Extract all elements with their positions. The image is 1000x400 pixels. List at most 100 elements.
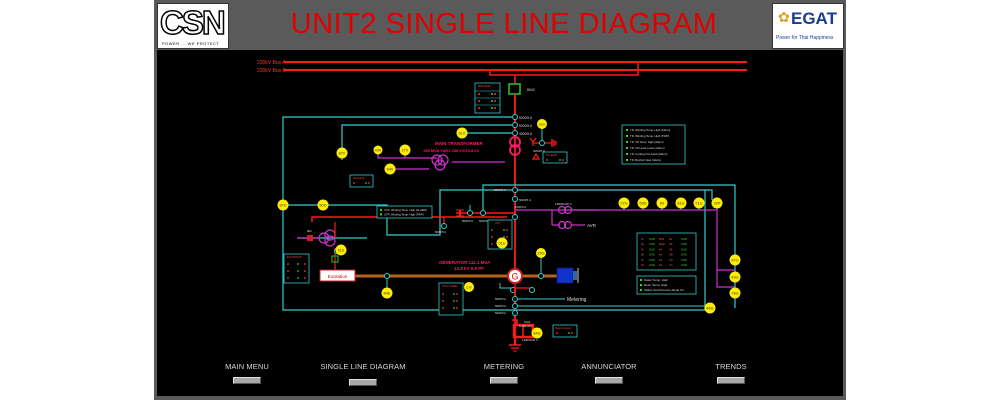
- relay-51nt[interactable]: 51NT: [464, 282, 474, 292]
- metering-cell: MW: [659, 237, 664, 241]
- relay-label: 27X: [402, 148, 409, 152]
- metering-cell: 0.00: [681, 247, 687, 251]
- relay-87g[interactable]: 87G: [729, 254, 741, 266]
- ct-label: 5000/5 A: [494, 188, 506, 192]
- bus-a-label: 230kV Bus A: [257, 60, 286, 66]
- nav-label: METERING: [483, 362, 525, 371]
- relay-49x[interactable]: 49X: [373, 145, 383, 155]
- relay-label: 49X: [375, 148, 382, 152]
- nav-annunciator[interactable]: ANNUNCIATOR: [549, 362, 669, 389]
- relay-label: 87G: [731, 258, 738, 262]
- nav-single-line-diagram[interactable]: SINGLE LINE DIAGRAM: [303, 362, 423, 391]
- single-line-diagram-button[interactable]: [349, 379, 377, 386]
- generator-rating: 13.8 kV 0.9 PF: [454, 266, 484, 271]
- relay-51e[interactable]: 51E: [335, 244, 347, 256]
- metering-button[interactable]: [490, 377, 518, 384]
- relay-label: 64X: [387, 167, 394, 171]
- alarm-text: TR. Oil Temp. High (Alarm): [630, 140, 664, 144]
- alarm-led-icon: [640, 279, 642, 281]
- relay-50gn[interactable]: 50GN: [537, 119, 547, 129]
- metering-cell: VC: [669, 258, 673, 262]
- alarm-led-icon: [640, 289, 642, 291]
- nav-trends[interactable]: TRENDS: [671, 362, 791, 389]
- relay-label: 64E: [384, 291, 391, 295]
- relay-21g[interactable]: 21G: [693, 197, 705, 209]
- relay-51u[interactable]: 51U: [496, 237, 508, 249]
- metering-cell: kA: [659, 247, 662, 251]
- main-menu-button[interactable]: [233, 377, 261, 384]
- relay-27g[interactable]: 27G: [618, 197, 630, 209]
- relay-78g[interactable]: 78G: [729, 287, 741, 299]
- panel-title: 8042 8043: [478, 84, 491, 88]
- alarm-led-icon: [640, 284, 642, 286]
- egat-flame-icon: ✿: [778, 9, 790, 25]
- trends-button[interactable]: [717, 377, 745, 384]
- relay-87u[interactable]: 87U: [277, 199, 289, 211]
- page-title: UNIT2 SINGLE LINE DIAGRAM: [290, 8, 718, 40]
- relay-label: 51NT: [466, 286, 473, 289]
- relay-label: 51X: [459, 131, 466, 135]
- egat-logo-tagline: Power for Thai Happiness: [776, 35, 834, 41]
- alarm-item: UTR. Winding Temp. High (ALARM): [380, 208, 427, 212]
- egat-logo-text: EGAT: [791, 9, 837, 28]
- relay-label: 25G: [537, 251, 544, 255]
- excitation-box[interactable]: Excitation: [319, 269, 356, 282]
- metering-cell: IN: [641, 263, 644, 267]
- generator[interactable]: G GENERATOR 111.1 MVA 13.8 kV 0.9 PF: [439, 260, 523, 284]
- svg-text:8ES: 8ES: [307, 230, 312, 233]
- ct-gen: 5000/5 A 5000/5 A 5000/5 A: [495, 296, 518, 316]
- annunciator-button[interactable]: [595, 377, 623, 384]
- relay-27x[interactable]: 27X: [399, 144, 411, 156]
- relay-60[interactable]: 60: [656, 197, 668, 209]
- relay-46g[interactable]: 46G: [704, 302, 716, 314]
- relay-50g[interactable]: 50G: [317, 199, 329, 211]
- relay-59g[interactable]: 59G: [637, 197, 649, 209]
- relay-25g[interactable]: 25G: [536, 248, 546, 258]
- relay-label: 27G: [620, 201, 627, 205]
- alarm-item: Stator Temp. High: [640, 278, 668, 282]
- avr-label: AVR: [587, 223, 597, 228]
- relay-64g[interactable]: 64G: [531, 327, 543, 339]
- alarm-item: TR. Bucholz Gas (Alarm): [626, 158, 661, 162]
- gen-alarm-panel: [636, 275, 697, 295]
- metering-cell: IC: [641, 258, 644, 262]
- metering-cell: 0.00: [681, 263, 687, 267]
- relay-81g[interactable]: 81G: [675, 197, 687, 209]
- relay-64x[interactable]: 64X: [384, 163, 396, 175]
- alarm-text: TR. Bucholz Gas (Alarm): [630, 158, 661, 162]
- egat-logo: ✿ EGAT Power for Thai Happiness: [772, 3, 844, 49]
- alarm-text: TR. Winding Temp. High (TRIP): [630, 134, 669, 138]
- metering-cell: 0.00: [649, 253, 655, 257]
- ngr-label: NGR: [524, 320, 530, 324]
- metering-table: [636, 232, 697, 271]
- relay-49g[interactable]: 49G: [729, 271, 741, 283]
- metering-cell: 0.00: [681, 253, 687, 257]
- bus-b-label: 230kV Bus B: [257, 68, 287, 74]
- breaker-8042[interactable]: 8042: [508, 83, 535, 95]
- alarm-item: UTR. Winding Temp. High (TRIP): [380, 213, 424, 217]
- alarm-led-icon: [626, 141, 628, 143]
- relay-51x[interactable]: 51X: [456, 127, 468, 139]
- relay-87x[interactable]: 87X: [336, 147, 348, 159]
- relay-32p[interactable]: 32P: [711, 197, 723, 209]
- nav-label: TRENDS: [715, 362, 747, 371]
- panel-title: UAT: [495, 221, 500, 225]
- generator-symbol: G: [511, 272, 518, 282]
- ct-label: 5000/5 A: [435, 230, 446, 234]
- metering-cell: kA: [659, 263, 662, 267]
- ct-lv: 5000/5 A 5000/5 A: [494, 187, 531, 202]
- alarm-item: Rotor Temp. High: [640, 283, 668, 287]
- metering-label: Metering: [567, 297, 587, 303]
- sync-panel: SYNC PANEL: [438, 282, 464, 316]
- alarm-text: UTR. Winding Temp. High (TRIP): [384, 213, 424, 217]
- diagram-canvas: 230kV Bus A 230kV Bus B 8042 8042 8043: [157, 50, 843, 396]
- ct-label: 5000/5 A: [495, 297, 506, 301]
- nav-metering[interactable]: METERING: [444, 362, 564, 389]
- tx-neutral-ground: 4000/5 A: [529, 126, 557, 160]
- ct-label: 5000/5 A: [479, 219, 490, 223]
- nav-main-menu[interactable]: MAIN MENU: [187, 362, 307, 389]
- relay-64e[interactable]: 64E: [381, 287, 393, 299]
